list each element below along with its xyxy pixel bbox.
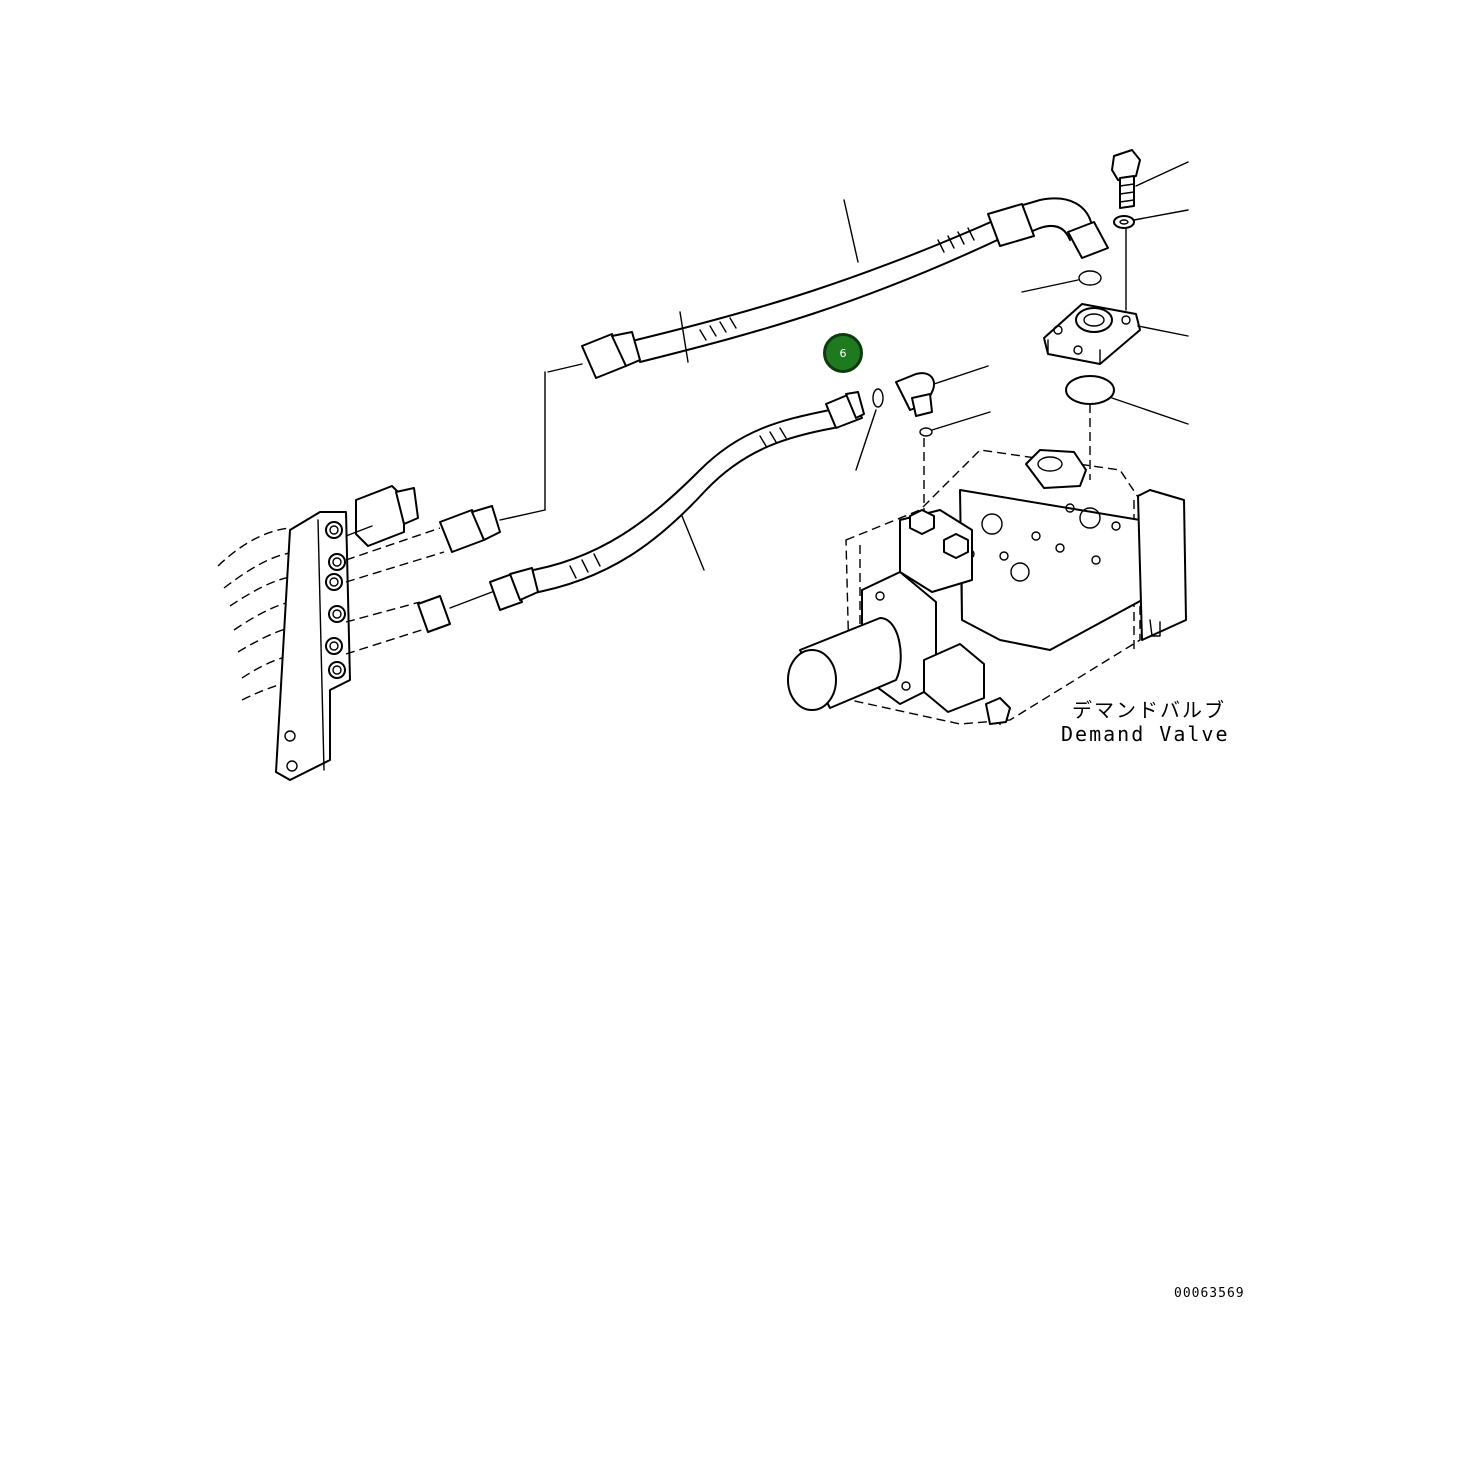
lower-hose (489, 391, 865, 611)
component-label-en: Demand Valve (1061, 722, 1230, 746)
callout-6-number: 6 (839, 346, 847, 360)
demand-valve (787, 449, 1187, 725)
upper-hose (544, 197, 1109, 511)
drawing-number: 00063569 (1174, 1286, 1245, 1301)
component-label-jp: デマンドバルブ (1072, 698, 1226, 722)
bracket-assembly (217, 485, 546, 781)
callout-6-button[interactable]: 6 (823, 333, 863, 373)
fittings (855, 149, 1189, 520)
